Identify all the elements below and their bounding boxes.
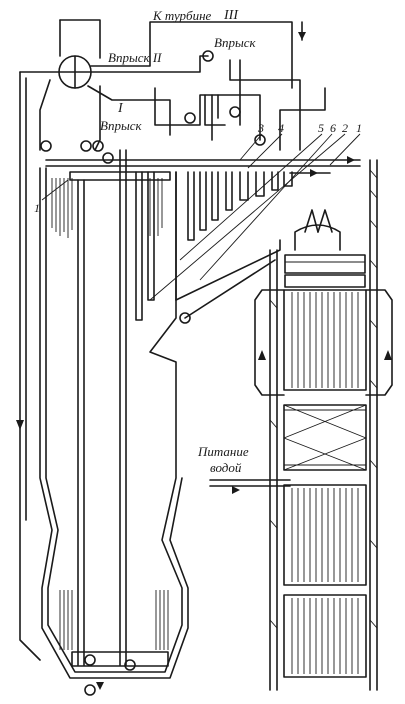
label-num-1: 1 xyxy=(356,121,362,135)
label-to-turbine: К турбине xyxy=(152,8,212,23)
label-num-6: 6 xyxy=(330,121,336,135)
downcomer-arrow xyxy=(16,420,24,430)
label-num-4: 4 xyxy=(278,121,284,135)
label-stage-three: III xyxy=(223,8,239,23)
furnace-water-walls xyxy=(51,178,169,650)
label-feed-water-1: Питание xyxy=(197,444,249,459)
superheater-bundles xyxy=(135,171,293,321)
economizer-tubes-2 xyxy=(291,488,359,582)
main-header xyxy=(45,156,361,177)
label-injection-one: Впрыск xyxy=(100,118,143,133)
economizer-tubes-3 xyxy=(291,598,359,674)
valves xyxy=(40,50,266,696)
shaft-hatching xyxy=(269,169,378,629)
label-feed-water-2: водой xyxy=(210,460,242,475)
label-num-3: 3 xyxy=(257,121,264,135)
label-injection: Впрыск xyxy=(214,35,257,50)
furnace-chamber xyxy=(39,149,189,679)
label-num-5: 5 xyxy=(318,121,324,135)
label-left-1: 1 xyxy=(34,201,40,215)
economizer-tubes-1 xyxy=(291,292,359,388)
label-num-2: 2 xyxy=(342,121,348,135)
leader-lines xyxy=(41,133,361,301)
convective-shaft xyxy=(209,159,393,691)
label-stage-one: I xyxy=(117,101,124,116)
valve-injection-three xyxy=(229,106,241,118)
valve-turbine xyxy=(202,50,214,62)
label-injection-two: Впрыск II xyxy=(108,50,162,65)
